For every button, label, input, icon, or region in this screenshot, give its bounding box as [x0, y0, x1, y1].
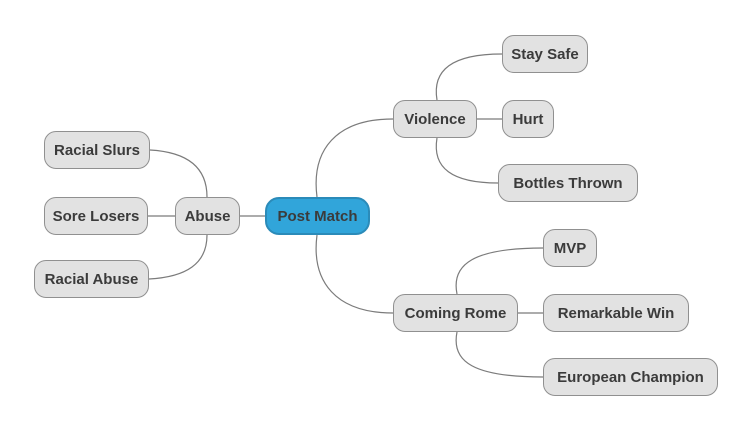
node-racial-slurs[interactable]: Racial Slurs [44, 131, 150, 169]
node-remarkable-win[interactable]: Remarkable Win [543, 294, 689, 332]
node-sore-losers[interactable]: Sore Losers [44, 197, 148, 235]
node-post-match[interactable]: Post Match [265, 197, 370, 235]
connector-post-match-violence [315, 118, 394, 198]
node-violence[interactable]: Violence [393, 100, 477, 138]
node-stay-safe[interactable]: Stay Safe [502, 35, 588, 73]
node-mvp[interactable]: MVP [543, 229, 597, 267]
connector-violence-bottles-thrown [435, 137, 499, 184]
connector-violence-stay-safe [435, 53, 503, 101]
node-bottles-thrown[interactable]: Bottles Thrown [498, 164, 638, 202]
connector-racial-slurs-abuse [149, 149, 208, 198]
node-hurt[interactable]: Hurt [502, 100, 554, 138]
connector-coming-rome-european-champion [455, 331, 544, 378]
connector-post-match-coming-rome [315, 234, 394, 314]
node-racial-abuse[interactable]: Racial Abuse [34, 260, 149, 298]
node-abuse[interactable]: Abuse [175, 197, 240, 235]
connector-racial-abuse-abuse [148, 234, 208, 280]
node-coming-rome[interactable]: Coming Rome [393, 294, 518, 332]
connector-coming-rome-mvp [455, 247, 544, 295]
node-european-champion[interactable]: European Champion [543, 358, 718, 396]
